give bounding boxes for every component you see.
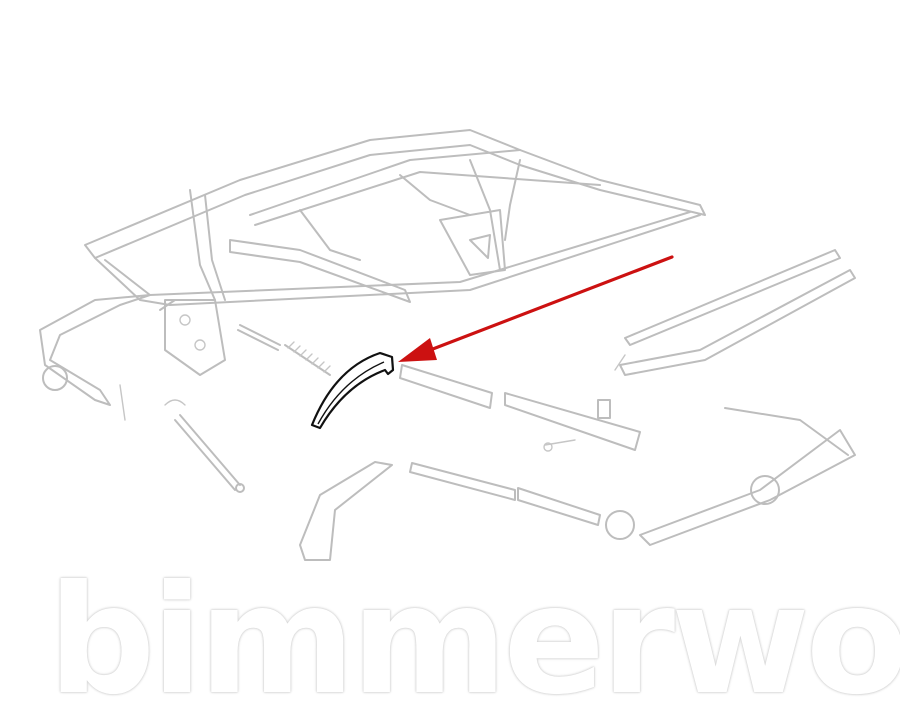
watermark: bimmerworld — [48, 554, 900, 728]
gas-strut — [164, 399, 245, 493]
highlighted-trim-piece[interactable] — [310, 351, 395, 430]
bottom-pillar — [299, 461, 393, 561]
middle-trim-strips — [399, 364, 641, 452]
hinge-bracket — [159, 299, 226, 376]
right-upper-strips — [614, 249, 856, 376]
rod-and-spring — [237, 324, 331, 376]
parts-diagram — [39, 129, 856, 561]
top-frame — [84, 129, 706, 306]
left-side-rail — [39, 294, 151, 421]
pointer-arrow — [398, 255, 674, 362]
bottom-strips — [409, 407, 856, 546]
